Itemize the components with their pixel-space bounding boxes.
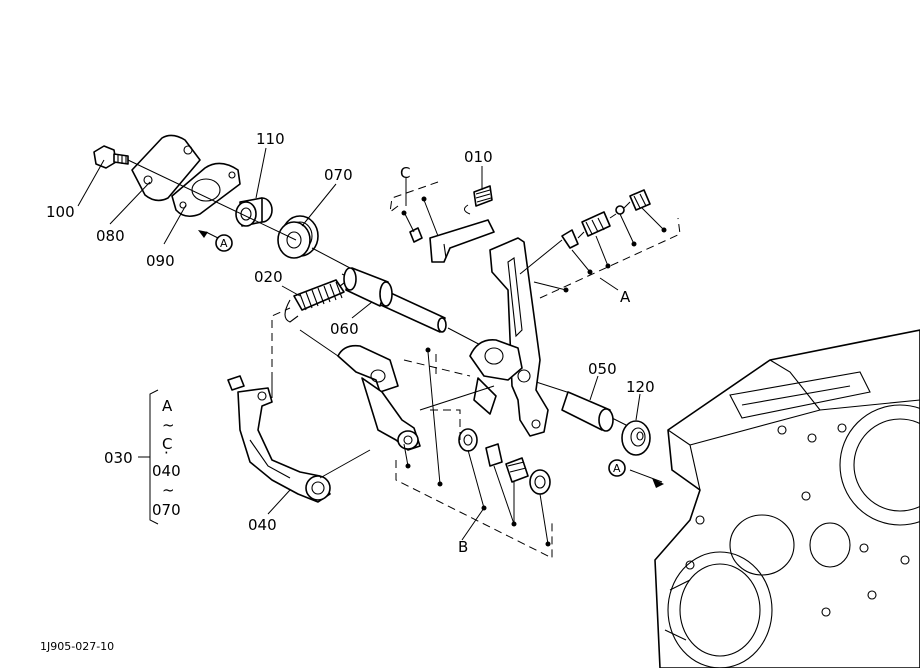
label-part-040: 040 [248,516,277,534]
shaft-060 [343,267,447,333]
label-part-120: 120 [626,378,655,396]
group-b-bracket [395,460,553,559]
label-group-b: B [458,538,468,556]
group-a-bracket [539,217,681,299]
range-to: 070 [152,501,181,519]
range-sep: · [164,444,169,462]
ref-mark-a1: A [220,237,228,250]
cross-lever [337,344,421,451]
sleeve-050 [561,391,614,432]
spacer-110 [235,197,273,227]
cover-plate-080 [131,134,201,202]
group-c-parts [409,185,495,263]
range-040: 040 [152,462,181,480]
range-mid: C [162,435,172,453]
label-group-a: A [620,288,631,306]
pedal-arm-040 [227,375,331,503]
label-part-010: 010 [464,148,493,166]
group-c-leaders [403,199,439,237]
arrow-ref-a1 [198,230,208,238]
label-group-c: C [400,164,410,182]
spring-020 [284,273,348,323]
group-a-parts [561,189,651,249]
ref-mark-a2: A [613,462,621,475]
bearing-070 [277,215,319,259]
leader-dots [271,196,667,547]
axis-line-group-a [519,201,631,275]
label-part-050: 050 [588,360,617,378]
label-part-020: 020 [254,268,283,286]
bearing-120 [621,420,651,456]
bolt-100 [93,145,129,169]
range-tilde-2: ~ [162,481,175,499]
label-part-070: 070 [324,166,353,184]
group-030-bracket [271,307,291,380]
label-part-080: 080 [96,227,125,245]
group-030-bracket-2 [403,354,471,440]
engine-block [654,329,920,668]
range-from: A [162,397,173,415]
drawing-code: 1J905-027-10 [40,640,114,653]
label-leaders [77,147,663,541]
label-part-060: 060 [330,320,359,338]
arrow-ref-a2 [652,478,664,488]
label-part-030: 030 [104,449,133,467]
lever-plate [489,237,549,437]
label-part-090: 090 [146,252,175,270]
ref-circle-a2 [608,459,626,477]
group-b-parts [458,428,551,495]
group-c-bracket [389,181,439,214]
ref-circle-a1 [215,234,233,252]
label-part-100: 100 [46,203,75,221]
range-tilde-1: ~ [162,416,175,434]
lever-hub [419,339,523,415]
label-part-110: 110 [256,130,285,148]
